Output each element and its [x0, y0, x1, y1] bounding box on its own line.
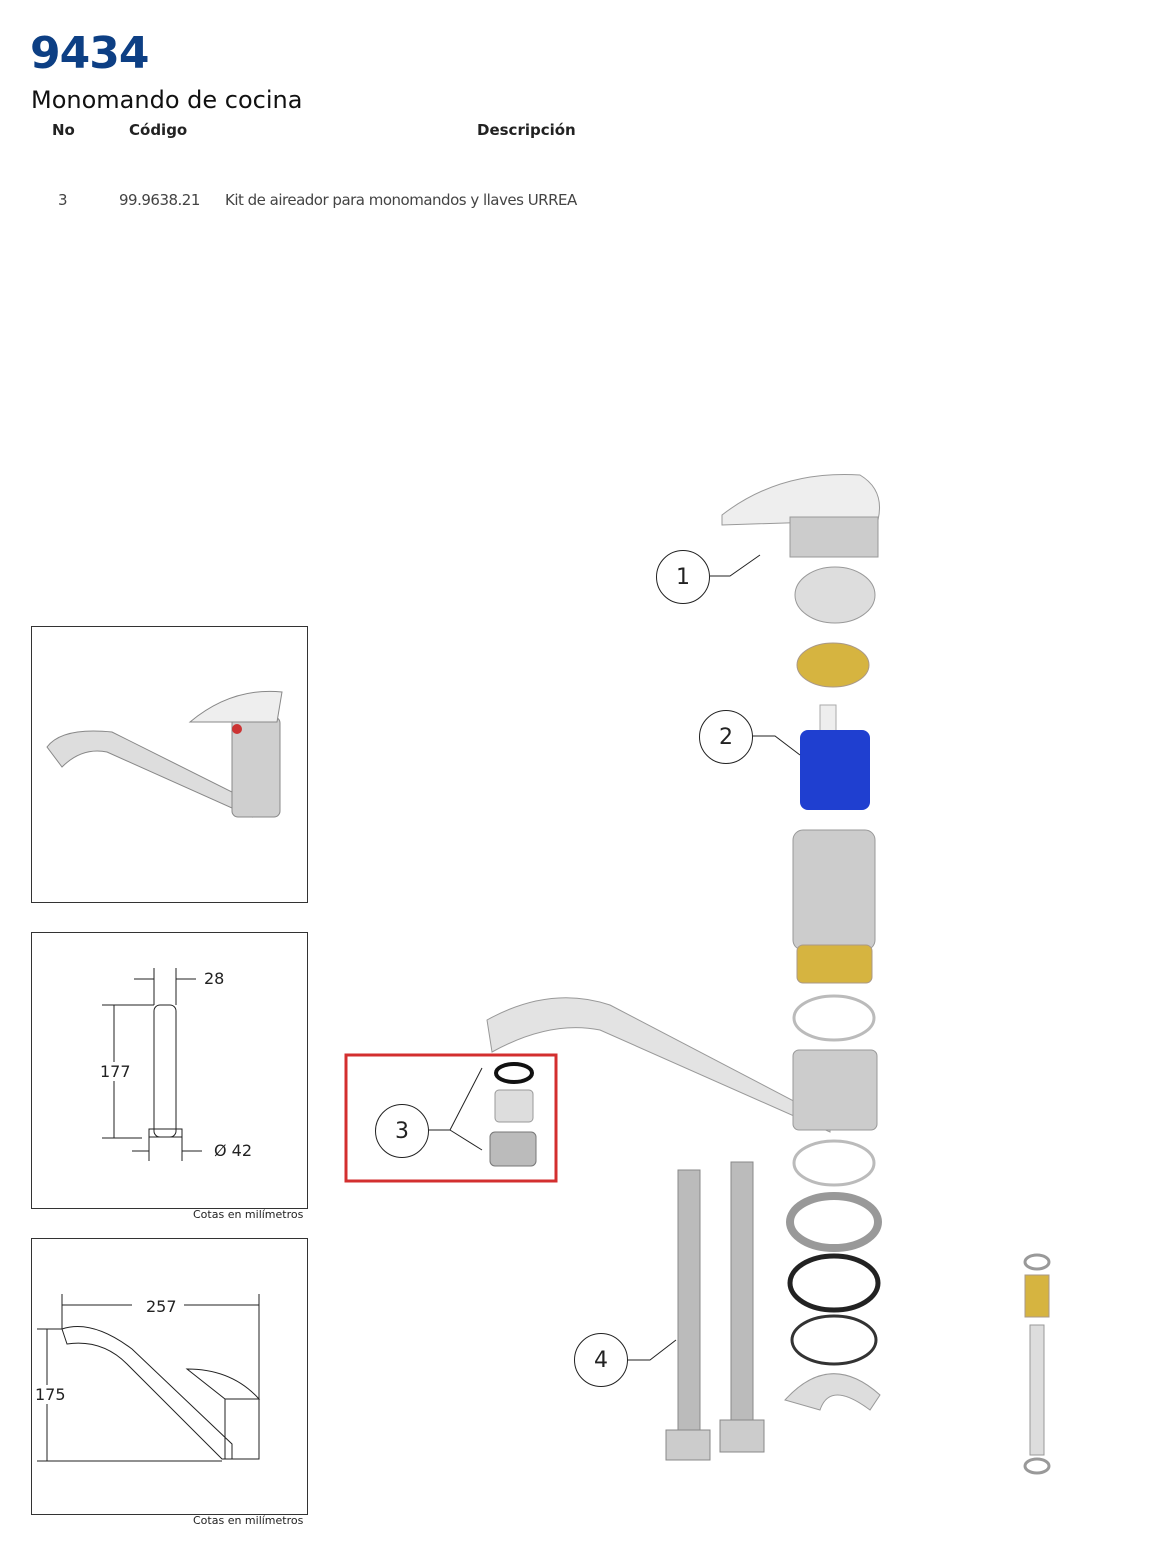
row-description: Kit de aireador para monomandos y llaves…: [225, 191, 577, 209]
front-drawing-lines: [102, 968, 202, 1161]
faucet-illustration: [46, 690, 283, 818]
width-label: 28: [204, 969, 225, 988]
height-label: 177: [100, 1062, 131, 1081]
col-description: Descripción: [477, 121, 576, 139]
col-no: No: [52, 121, 75, 139]
callout-4[interactable]: 4: [574, 1333, 628, 1387]
row-code: 99.9638.21: [119, 191, 200, 209]
dimension-caption: Cotas en milímetros: [193, 1208, 304, 1221]
product-image: [31, 626, 308, 903]
callout-3[interactable]: 3: [375, 1104, 429, 1158]
side-drawing-lines: [37, 1294, 261, 1462]
col-code: Código: [129, 121, 188, 139]
row-no: 3: [58, 191, 68, 209]
side-height-label: 175: [35, 1385, 66, 1404]
length-label: 257: [146, 1297, 177, 1316]
callout-2[interactable]: 2: [699, 710, 753, 764]
product-name: Monomando de cocina: [31, 86, 303, 114]
side-dimension-drawing: 257 175: [31, 1238, 308, 1515]
model-number: 9434: [30, 28, 149, 79]
callout-1[interactable]: 1: [656, 550, 710, 604]
diameter-label: Ø 42: [214, 1141, 253, 1160]
dimension-caption-2: Cotas en milímetros: [193, 1514, 304, 1527]
front-dimension-drawing: 28 177 Ø 42: [31, 932, 308, 1209]
